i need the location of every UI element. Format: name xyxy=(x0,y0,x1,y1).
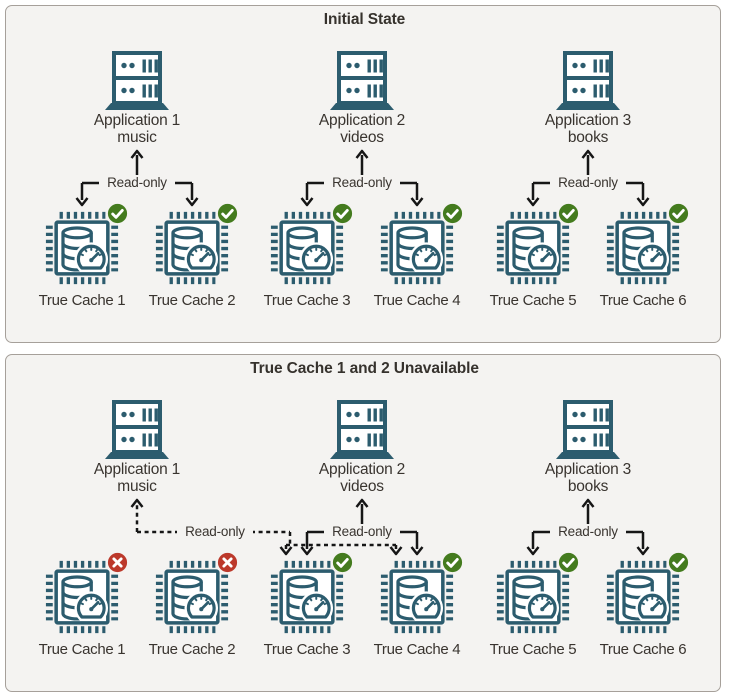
status-badge xyxy=(216,551,239,574)
cache-name: True Cache 5 xyxy=(489,292,577,309)
check-icon xyxy=(557,551,580,574)
check-icon xyxy=(667,551,690,574)
read-only-label: Read-only xyxy=(550,524,626,540)
read-only-label: Read-only xyxy=(324,175,400,191)
application-name: Application 1 xyxy=(93,461,181,478)
cache-name: True Cache 2 xyxy=(148,641,236,658)
application-content: music xyxy=(117,129,157,146)
cache-name: True Cache 1 xyxy=(38,292,126,309)
server-rack-icon xyxy=(99,399,175,461)
cache-name: True Cache 4 xyxy=(373,292,461,309)
status-badge xyxy=(331,551,354,574)
application-content: music xyxy=(117,478,157,495)
status-badge xyxy=(106,202,129,225)
x-icon xyxy=(106,551,129,574)
check-icon xyxy=(441,551,464,574)
check-icon xyxy=(667,202,690,225)
read-only-label: Read-only xyxy=(99,175,175,191)
server-rack-icon xyxy=(324,50,400,112)
panel-title-failover-state: True Cache 1 and 2 Unavailable xyxy=(250,360,479,377)
application-content: videos xyxy=(340,478,384,495)
application-name: Application 2 xyxy=(318,112,406,129)
server-rack-icon xyxy=(99,50,175,112)
status-badge xyxy=(106,551,129,574)
check-icon xyxy=(106,202,129,225)
check-icon xyxy=(331,202,354,225)
cache-name: True Cache 6 xyxy=(599,292,687,309)
check-icon xyxy=(331,551,354,574)
cache-name: True Cache 1 xyxy=(38,641,126,658)
check-icon xyxy=(557,202,580,225)
application-content: books xyxy=(567,129,609,146)
status-badge xyxy=(216,202,239,225)
status-badge xyxy=(557,551,580,574)
application-name: Application 3 xyxy=(544,461,632,478)
check-icon xyxy=(216,202,239,225)
server-rack-icon xyxy=(550,50,626,112)
read-only-label: Read-only xyxy=(324,524,400,540)
panel-title-initial-state: Initial State xyxy=(323,11,406,28)
status-badge xyxy=(667,551,690,574)
status-badge xyxy=(557,202,580,225)
status-badge xyxy=(667,202,690,225)
read-only-label: Read-only xyxy=(550,175,626,191)
status-badge xyxy=(331,202,354,225)
status-badge xyxy=(441,551,464,574)
check-icon xyxy=(441,202,464,225)
server-rack-icon xyxy=(324,399,400,461)
cache-name: True Cache 3 xyxy=(263,641,351,658)
application-name: Application 2 xyxy=(318,461,406,478)
cache-name: True Cache 3 xyxy=(263,292,351,309)
application-content: books xyxy=(567,478,609,495)
application-name: Application 1 xyxy=(93,112,181,129)
status-badge xyxy=(441,202,464,225)
cache-name: True Cache 4 xyxy=(373,641,461,658)
application-name: Application 3 xyxy=(544,112,632,129)
application-content: videos xyxy=(340,129,384,146)
server-rack-icon xyxy=(550,399,626,461)
read-only-label: Read-only xyxy=(177,524,253,540)
cache-name: True Cache 2 xyxy=(148,292,236,309)
cache-name: True Cache 5 xyxy=(489,641,577,658)
x-icon xyxy=(216,551,239,574)
cache-name: True Cache 6 xyxy=(599,641,687,658)
